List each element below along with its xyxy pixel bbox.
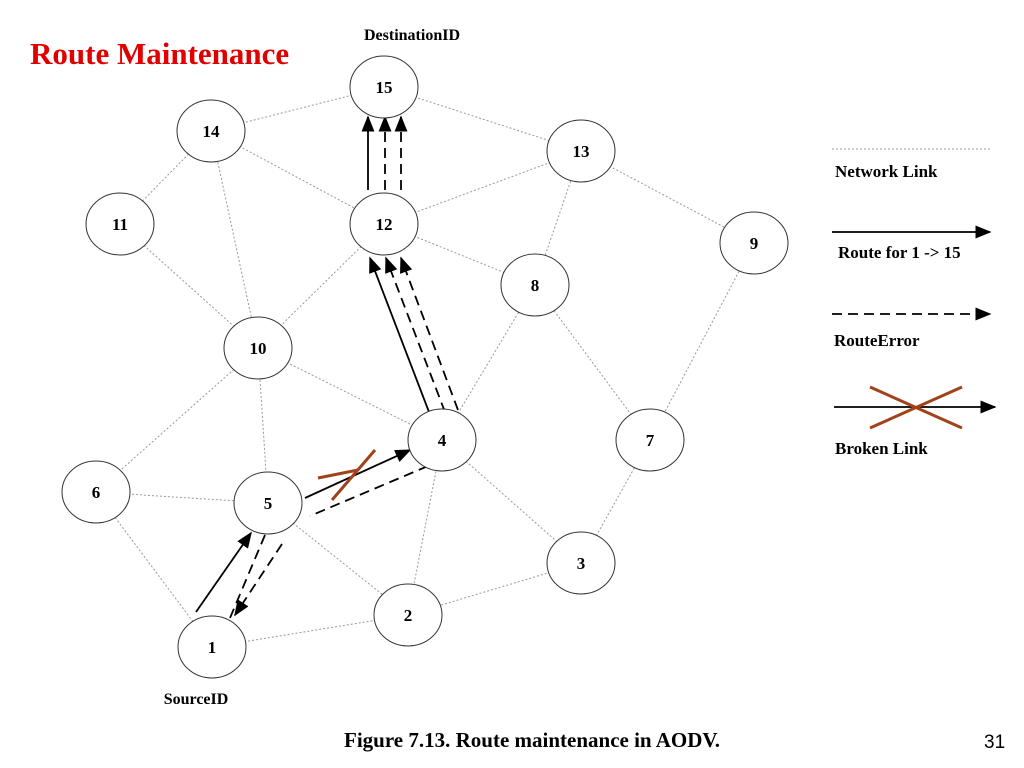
- node-6: 6: [61, 460, 131, 524]
- node-15: 15: [349, 55, 419, 119]
- link-14-10: [210, 130, 259, 349]
- node-12: 12: [349, 192, 419, 256]
- node-label: 3: [577, 554, 586, 573]
- node-label: 11: [112, 215, 128, 234]
- link-12-8: [383, 223, 536, 286]
- broken-link-cross: [317, 449, 377, 501]
- route-error-arrows: [229, 115, 459, 619]
- node-3: 3: [546, 531, 616, 595]
- link-9-7: [649, 242, 755, 441]
- route-arrow-5-4: [304, 449, 412, 499]
- node-circle: [61, 460, 131, 524]
- node-circle: [233, 471, 303, 535]
- figure-caption: Figure 7.13. Route maintenance in AODV.: [344, 728, 721, 752]
- node-9: 9: [719, 211, 789, 275]
- node-label: 9: [750, 234, 759, 253]
- error-arrow-4-5: [309, 465, 429, 517]
- node-1: 1: [177, 615, 247, 679]
- network-links: [95, 86, 755, 648]
- node-11: 11: [85, 192, 155, 256]
- error-arrow-5-1b: [234, 543, 283, 617]
- node-circle: [615, 408, 685, 472]
- error-arrow-4-12a: [385, 256, 446, 413]
- node-circle: [407, 408, 477, 472]
- link-11-10: [119, 223, 259, 349]
- link-15-13: [383, 86, 582, 152]
- node-circle: [500, 253, 570, 317]
- node-2: 2: [373, 583, 443, 647]
- cross-stroke-2: [330, 449, 377, 501]
- node-label: 12: [376, 215, 393, 234]
- node-circle: [176, 99, 246, 163]
- node-circle: [546, 531, 616, 595]
- node-circle: [85, 192, 155, 256]
- node-label: 8: [531, 276, 540, 295]
- node-10: 10: [223, 316, 293, 380]
- link-4-3: [441, 439, 582, 564]
- legend-network-link-label: Network Link: [835, 162, 938, 181]
- node-circle: [223, 316, 293, 380]
- node-circle: [349, 55, 419, 119]
- node-circle: [177, 615, 247, 679]
- legend-broken-link-label: Broken Link: [835, 439, 928, 458]
- node-label: 6: [92, 483, 101, 502]
- node-7: 7: [615, 408, 685, 472]
- node-label: 4: [438, 431, 447, 450]
- legend-cross-stroke-2: [869, 385, 963, 430]
- route-arrow-1-5: [195, 531, 252, 613]
- node-14: 14: [176, 99, 246, 163]
- node-label: 15: [376, 78, 393, 97]
- legend-route-label: Route for 1 -> 15: [838, 243, 961, 262]
- source-label: SourceID: [164, 691, 229, 708]
- node-4: 4: [407, 408, 477, 472]
- node-label: 2: [404, 606, 413, 625]
- node-8: 8: [500, 253, 570, 317]
- error-arrow-4-12b: [400, 256, 459, 411]
- cross-stroke-1: [317, 468, 359, 480]
- slide-title: Route Maintenance: [30, 36, 290, 71]
- link-12-13: [383, 150, 582, 225]
- node-label: 1: [208, 638, 217, 657]
- nodes: 15 14 13 11 12 9 8 10 4 7 6 5 3 2 1: [61, 55, 789, 679]
- node-label: 10: [250, 339, 267, 358]
- node-label: 14: [203, 122, 221, 141]
- page-number: 31: [984, 732, 1006, 753]
- node-label: 5: [264, 494, 273, 513]
- route-arrows: [195, 115, 430, 613]
- node-13: 13: [546, 119, 616, 183]
- node-5: 5: [233, 471, 303, 535]
- node-circle: [373, 583, 443, 647]
- node-circle: [719, 211, 789, 275]
- link-10-6: [95, 347, 259, 493]
- node-circle: [349, 192, 419, 256]
- legend-route-error-label: RouteError: [834, 331, 920, 350]
- destination-label: DestinationID: [364, 27, 460, 44]
- node-label: 13: [573, 142, 590, 161]
- node-label: 7: [646, 431, 655, 450]
- node-circle: [546, 119, 616, 183]
- route-arrow-4-12: [369, 256, 430, 413]
- legend: Network Link Route for 1 -> 15 RouteErro…: [832, 148, 997, 458]
